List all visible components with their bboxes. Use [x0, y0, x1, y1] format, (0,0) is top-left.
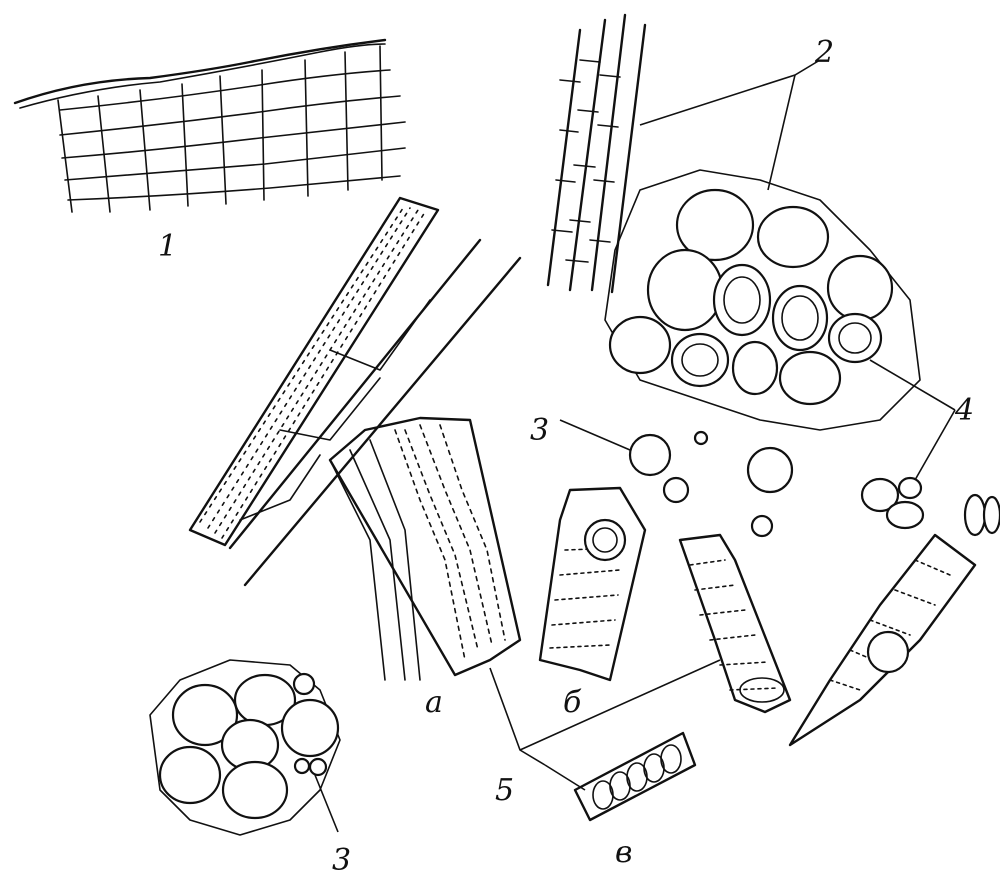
- label-2-leaders: [640, 60, 820, 190]
- fragment-a-drawing: [330, 418, 520, 680]
- fragment-b-drawing: [540, 488, 645, 680]
- label-5: 5: [495, 773, 514, 808]
- label-b: б: [563, 685, 582, 720]
- wood-cells-cross-section-drawing: [605, 170, 920, 430]
- label-4: 4: [954, 393, 974, 428]
- fragment-large-vessel-drawing: [680, 535, 790, 712]
- label-3-bottom-leader: [315, 775, 338, 832]
- label-3-bottom: 3: [332, 843, 351, 878]
- label-4-leaders: [870, 360, 955, 480]
- long-vessel-drawing: [190, 198, 520, 585]
- label-1: 1: [158, 229, 177, 264]
- fragment-fiber-nucleus-drawing: [790, 535, 975, 745]
- label-2: 2: [814, 35, 834, 70]
- fragment-v-drawing: [575, 733, 695, 820]
- wood-parenchyma-longitudinal-drawing: [548, 15, 645, 292]
- label-3-top: 3: [530, 413, 549, 448]
- parenchyma-bottom-left-drawing: [150, 660, 340, 835]
- stone-cells-drawing: [862, 478, 1000, 535]
- label-v: в: [615, 835, 632, 870]
- label-a: а: [425, 685, 443, 720]
- cork-tissue-drawing: [15, 40, 405, 212]
- starch-grains-drawing: [630, 432, 792, 536]
- label-3-top-leader: [560, 420, 630, 450]
